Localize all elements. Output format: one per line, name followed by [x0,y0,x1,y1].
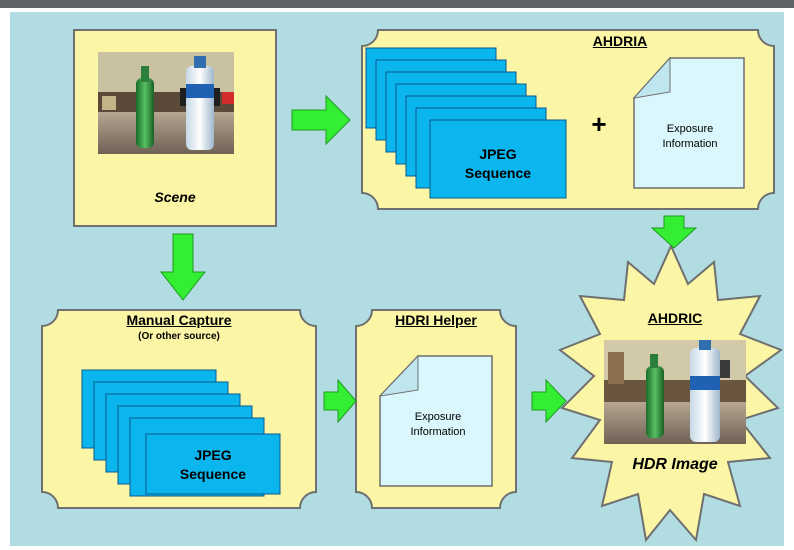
helper-doc-line1: Exposure [414,411,462,423]
arrow-scene-to-manual [159,233,207,301]
arrow-manual-to-helper [323,378,357,424]
hdr-image-caption: HDR Image [632,456,718,473]
ahdria-jpeg-stack [365,47,567,199]
manual-jpeg-stack [81,369,281,497]
manual-sequence-line1: JPEG [194,447,232,463]
ahdria-doc-label: Exposure Information [640,122,740,152]
arrow-scene-to-ahdria [291,94,351,146]
right-margin [784,12,794,546]
arrow-ahdria-to-ahdric [650,215,698,249]
helper-doc-line2: Information [410,426,466,438]
scene-photo [98,52,234,154]
window-top-bar [0,0,794,8]
helper-doc-label: Exposure Information [386,410,490,440]
ahdria-sequence-line1: JPEG [479,146,517,162]
ahdric-title: AHDRIC [647,310,703,326]
scene-caption: Scene [154,189,196,205]
ahdria-doc-line1: Exposure [666,123,714,135]
ahdria-sequence-line2: Sequence [464,165,532,181]
plus-sign: + [591,109,607,139]
manual-capture-subtitle: (Or other source) [138,331,220,342]
ahdria-title: AHDRIA [592,33,648,49]
ahdria-doc-line2: Information [662,138,718,150]
hdr-photo [604,340,746,444]
ahdria-sequence-label: JPEG Sequence [430,145,566,183]
hdri-helper-title: HDRI Helper [395,312,477,328]
manual-sequence-label: JPEG Sequence [146,446,280,484]
arrow-helper-to-ahdric [531,378,567,424]
manual-capture-title: Manual Capture [126,312,232,328]
manual-sequence-line2: Sequence [179,466,247,482]
